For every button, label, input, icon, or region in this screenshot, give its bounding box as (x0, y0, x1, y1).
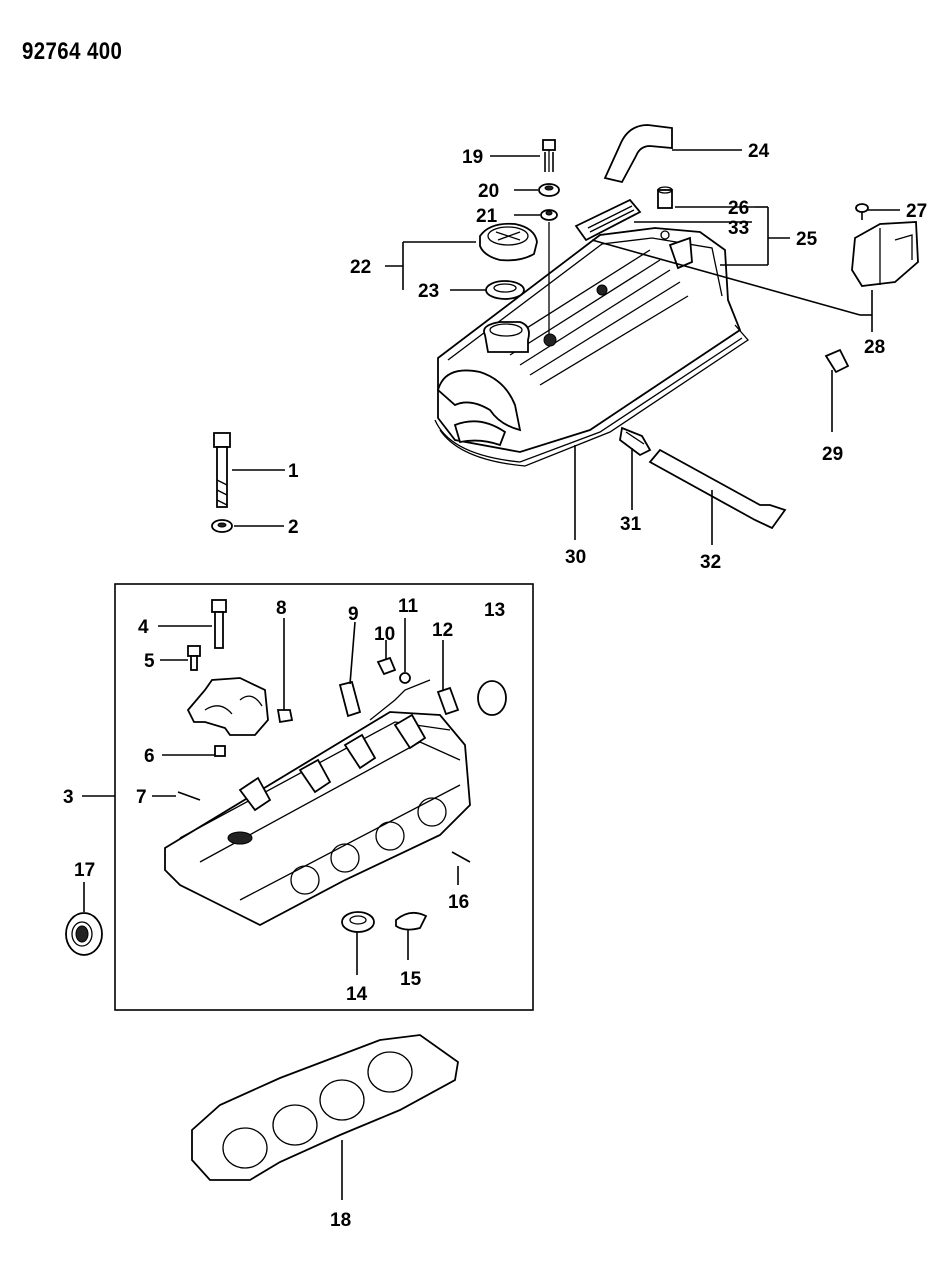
dowel-pin-16-illustration (451, 851, 471, 863)
callout-12: 12 (432, 620, 453, 641)
leader-lines (82, 149, 900, 1200)
callout-16: 16 (448, 892, 469, 913)
callout-7: 7 (136, 787, 147, 808)
callout-11: 11 (398, 596, 419, 617)
document-id: 92764 400 (22, 38, 123, 65)
grommet-29-illustration (824, 348, 850, 374)
callout-3: 3 (63, 787, 74, 808)
callout-18: 18 (330, 1210, 351, 1231)
part-12-illustration (436, 686, 460, 716)
callout-20: 20 (478, 181, 499, 202)
callout-25: 25 (796, 229, 818, 250)
pcv-valve-illustration (619, 426, 652, 457)
bracket-28-illustration (851, 221, 919, 287)
valve-cover-gasket-illustration (439, 324, 749, 467)
part-8-illustration (276, 709, 294, 724)
callout-23: 23 (418, 281, 439, 302)
callout-19: 19 (462, 147, 483, 168)
callout-21: 21 (476, 206, 498, 227)
callout-24: 24 (748, 141, 770, 162)
callout-2: 2 (288, 517, 299, 538)
seal-14-illustration (341, 911, 375, 933)
part-9-illustration (338, 680, 362, 718)
camshaft-bearing-cap-illustration (186, 677, 269, 736)
bolt-19-illustration (542, 139, 556, 172)
dowel-pin-7-illustration (177, 791, 201, 801)
screw-27-illustration (855, 203, 869, 220)
callout-17: 17 (74, 860, 95, 881)
callout-22: 22 (350, 257, 371, 278)
pcv-hose-illustration (648, 448, 787, 530)
cylinder-head-group-box (114, 583, 534, 1011)
head-gasket-illustration (191, 1034, 459, 1181)
callout-32: 32 (700, 552, 721, 573)
callout-26: 26 (728, 198, 749, 219)
emission-label-illustration (574, 198, 642, 242)
callout-29: 29 (822, 444, 843, 465)
part-10-illustration (376, 656, 397, 676)
washer-2-illustration (211, 519, 233, 533)
callout-6: 6 (144, 746, 155, 767)
callout-14: 14 (346, 984, 368, 1005)
callout-28: 28 (864, 337, 885, 358)
callout-labels: 1 2 3 4 5 6 7 8 9 10 11 12 13 14 15 16 1… (63, 141, 927, 1231)
callout-27: 27 (906, 201, 927, 222)
valve-cover-illustration (434, 227, 743, 463)
part-6-illustration (214, 745, 226, 757)
callout-30: 30 (565, 547, 586, 568)
breather-hose-illustration (603, 124, 673, 184)
cylinder-head-illustration (164, 711, 471, 927)
callout-8: 8 (276, 598, 287, 619)
callout-15: 15 (400, 969, 422, 990)
callout-1: 1 (288, 461, 299, 482)
fitting-26-illustration (657, 186, 673, 209)
head-bolt-illustration (213, 432, 231, 508)
oil-filler-cap-illustration (479, 222, 538, 262)
part-15-illustration (395, 911, 428, 931)
callout-9: 9 (348, 604, 359, 625)
bolt-5-illustration (187, 645, 201, 671)
bolt-4-illustration (211, 599, 227, 649)
callout-5: 5 (144, 651, 155, 672)
callout-33: 33 (728, 218, 749, 239)
callout-10: 10 (374, 624, 395, 645)
callout-4: 4 (138, 617, 149, 638)
callout-31: 31 (620, 514, 642, 535)
part-11-illustration (399, 672, 411, 684)
callout-13: 13 (484, 600, 505, 621)
oil-seal-17-illustration (65, 912, 103, 956)
plug-13-illustration (477, 680, 507, 716)
